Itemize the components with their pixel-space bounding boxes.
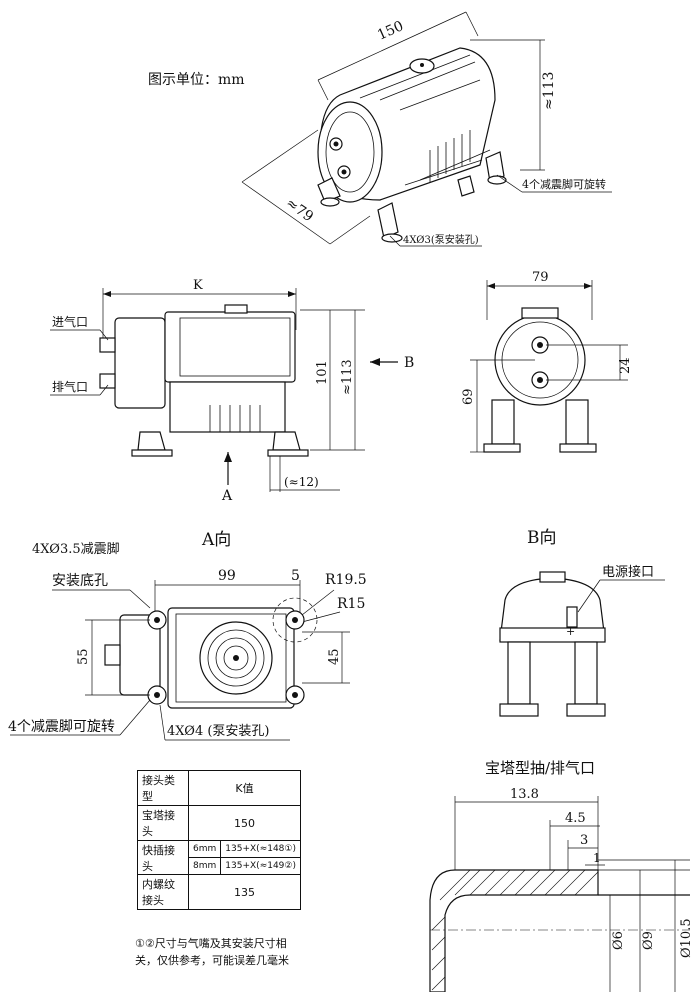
table-cell: 150 [188,805,301,841]
table-cell: 内螺纹接头 [136,874,190,910]
a-view-pump-holes-label: 4XØ4 (泵安装孔) [167,724,270,739]
side-motor [164,311,296,383]
barb-section: 宝塔型抽/排气口 13.8 4.5 3 1 [429,759,694,992]
table-row: 内螺纹接头 135 [136,874,301,910]
a-view-feet [147,597,318,705]
a-view-title: A向 [201,530,231,550]
barb-dim-138: 13.8 [510,787,539,802]
side-end-cap [114,317,166,409]
b-view-title: B向 [527,528,557,548]
table-row: 8mm 135+X(≈149②) [138,857,301,875]
unit-label: 图示单位：mm [148,72,245,88]
iso-feet [317,151,507,243]
iso-dim-79: ≈79 [283,195,316,225]
table-cell: 宝塔接头 [136,805,190,841]
side-dim-12: (≈12) [284,475,319,489]
side-view: K 进气口 排气口 101 ≈113 [50,278,414,504]
iso-dim-113: ≈113 [541,72,557,110]
side-dim-101: 101 [315,360,330,385]
front-view: 79 69 24 [461,270,633,453]
barb-dim-phi9: Ø9 [641,931,656,950]
isometric-view: 图示单位：mm 150 ≈113 ≈79 [148,11,612,247]
table-header-k: K值 [188,770,301,806]
table-header-type: 接头类型 [136,770,190,806]
side-dim-113: ≈113 [340,359,355,395]
a-view-feet-label: 4个减震脚可旋转 [8,719,115,735]
a-view-dim-55: 55 [76,648,91,665]
side-inlet-label: 进气口 [52,314,88,329]
barb-dim-1: 1 [593,851,601,865]
k-value-table: 接头类型 K值 宝塔接头 150 快插接头 6mm 135+X(≈148①) 8… [136,770,301,910]
barb-wall [429,869,599,992]
barb-dim-45: 4.5 [565,811,586,826]
side-b-arrow: B [404,355,414,371]
side-outlet-label: 排气口 [52,379,88,394]
iso-feet-label: 4个减震脚可旋转 [522,177,606,191]
b-view-plus: + [566,625,575,638]
b-view: B向 + 电源接口 [499,528,665,717]
table-footnote: ①②尺寸与气嘴及其安装尺寸相关，仅供参考，可能误差几毫米 [135,937,289,967]
a-view-holes-title-2: 安装底孔 [52,573,108,589]
table-row: 接头类型 K值 [136,770,301,806]
barb-dim-phi105: Ø10.5 [679,918,694,958]
table-cell: 快插接头 [136,840,190,875]
iso-end-cap [317,101,383,203]
a-view-dim-r195: R19.5 [325,572,367,588]
iso-holes-label: 4XØ3(泵安装孔) [403,233,479,246]
table-row: 宝塔接头 150 [136,805,301,841]
barb-dim-phi6: Ø6 [611,931,626,950]
side-dim-k: K [193,278,203,293]
iso-dim-150: 150 [375,18,406,43]
a-view: A向 4XØ3.5减震脚 安装底孔 99 5 R19.5 R15 [8,530,367,741]
a-view-dim-45: 45 [327,648,342,665]
table-cell: 8mm [188,857,222,875]
barb-dim-3: 3 [580,833,588,848]
table-cell: 6mm [188,840,222,858]
front-dim-69: 69 [461,388,476,405]
table-cell: 135+X(≈149②) [220,857,301,875]
a-view-dim-r15: R15 [337,596,365,612]
a-view-dim-99: 99 [218,568,236,584]
b-view-power-label: 电源接口 [602,564,654,580]
a-view-holes-title-1: 4XØ3.5减震脚 [32,541,120,557]
a-view-dim-5: 5 [291,568,300,584]
barb-title: 宝塔型抽/排气口 [485,759,595,777]
table-cell: 135+X(≈148①) [220,840,301,858]
front-dim-79: 79 [532,270,549,285]
table-row: 快插接头 6mm 135+X(≈148①) [136,840,301,875]
side-a-arrow: A [221,488,233,504]
front-dim-24: 24 [618,357,633,374]
table-cell: 135 [188,874,301,910]
